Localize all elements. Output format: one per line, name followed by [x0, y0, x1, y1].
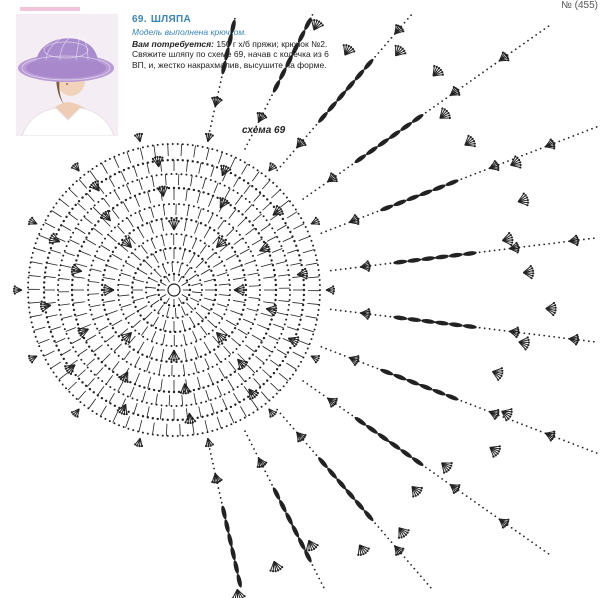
materials-label: Вам потребуется: [132, 39, 214, 49]
hat-photo [16, 14, 118, 136]
pattern-name: ШЛЯПА [150, 14, 191, 25]
materials: Вам потребуется: 150 г х/б пряжи; крючок… [132, 39, 362, 49]
pattern-subtitle: Модель выполнена крючком. [132, 27, 247, 37]
diagram-label: схема 69 [242, 125, 286, 136]
pattern-number: 69. [132, 14, 147, 25]
instructions: Свяжите шляпу по схеме 69, начав с колеч… [132, 49, 329, 70]
pattern-title: 69.ШЛЯПА [132, 14, 362, 25]
pattern-info: 69.ШЛЯПА Модель выполнена крючком. Вам п… [132, 14, 362, 70]
page-number: № (455) [561, 0, 598, 11]
materials-text: 150 г х/б пряжи; крючок №2. [216, 39, 328, 49]
header-decoration [20, 0, 80, 11]
